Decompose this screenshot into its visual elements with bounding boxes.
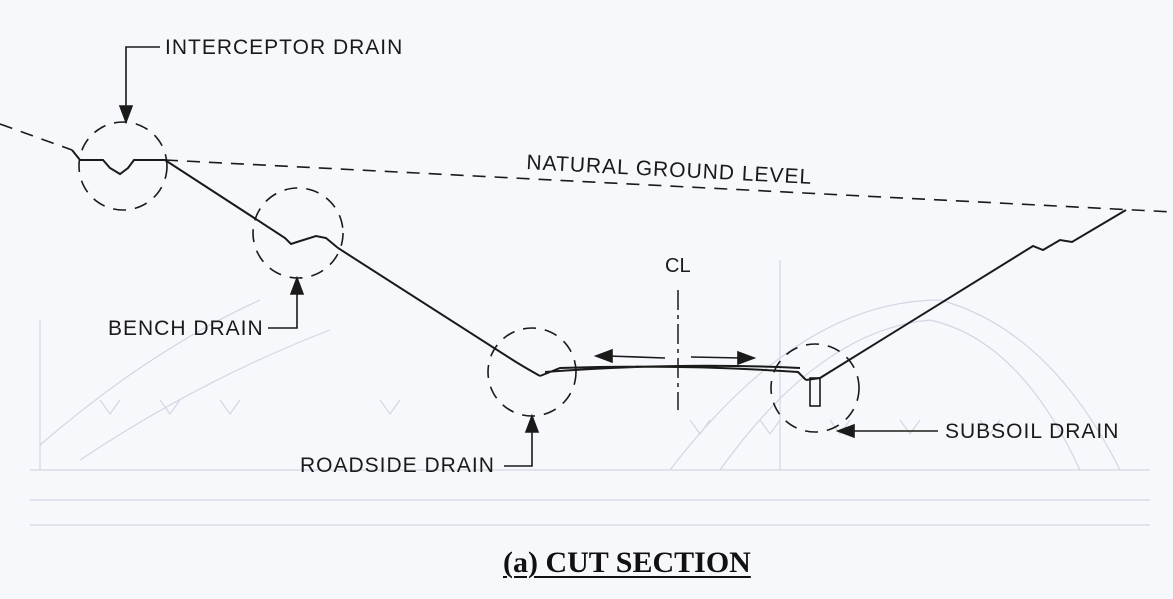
subsoil-drain-pipe	[809, 377, 821, 407]
subsoil-drain-arrowhead	[835, 423, 855, 439]
figure-caption: (a) CUT SECTION	[503, 546, 751, 579]
bleed-through-ghost	[30, 260, 1150, 526]
bench-drain-leader	[268, 290, 298, 329]
cut-profile-left	[71, 149, 541, 377]
roadside-drain-leader	[504, 428, 533, 467]
interceptor-drain-leader	[125, 46, 160, 110]
roadside-drain-label: ROADSIDE DRAIN	[300, 454, 495, 477]
interceptor-drain-label: INTERCEPTOR DRAIN	[165, 36, 404, 59]
crossfall-arrows	[593, 348, 757, 366]
bench-drain-label: BENCH DRAIN	[108, 317, 264, 340]
interceptor-drain-circle	[78, 121, 168, 211]
subsoil-drain-circle	[770, 343, 860, 433]
centerline-label: CL	[665, 255, 691, 277]
carriageway	[539, 364, 807, 381]
subsoil-drain-label: SUBSOIL DRAIN	[945, 420, 1120, 443]
bench-drain-circle	[252, 187, 344, 279]
natural-ground-line	[0, 123, 1173, 213]
roadside-drain-arrowhead	[524, 413, 540, 433]
interceptor-drain-arrowhead	[118, 105, 134, 125]
cut-profile-right	[805, 209, 1127, 381]
bench-drain-arrowhead	[289, 275, 305, 295]
